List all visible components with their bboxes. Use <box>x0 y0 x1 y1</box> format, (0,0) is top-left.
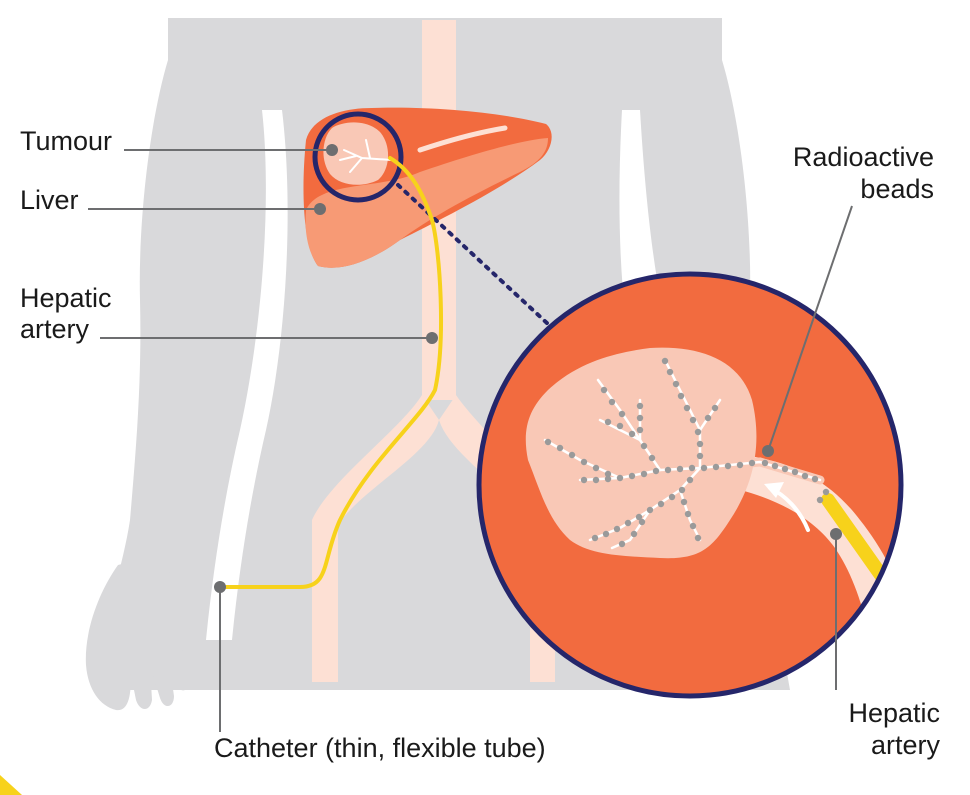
label-hepatic-artery-right-line2: artery <box>870 730 940 760</box>
catheter-line <box>218 156 443 589</box>
zoom-connector <box>396 183 550 326</box>
magnifier-ring-small <box>312 111 404 203</box>
label-hepatic-artery-left-line2: artery <box>20 314 90 344</box>
label-liver: Liver <box>20 185 79 215</box>
label-tumour: Tumour <box>20 126 113 156</box>
zoom-view <box>479 274 901 696</box>
label-hepatic-artery-right-line1: Hepatic <box>848 698 940 728</box>
leader-lines <box>88 149 853 732</box>
label-radioactive-beads-line2: beads <box>860 174 934 204</box>
magnifier-ring-large <box>476 271 904 699</box>
label-catheter: Catheter (thin, flexible tube) <box>214 733 546 763</box>
small-tumour <box>323 122 393 185</box>
label-hepatic-artery-left-line1: Hepatic <box>20 283 112 313</box>
label-radioactive-beads-line1: Radioactive <box>792 142 934 172</box>
corner-accent <box>0 775 22 795</box>
arm-gap-left <box>206 110 288 640</box>
leader-dots <box>214 144 842 593</box>
